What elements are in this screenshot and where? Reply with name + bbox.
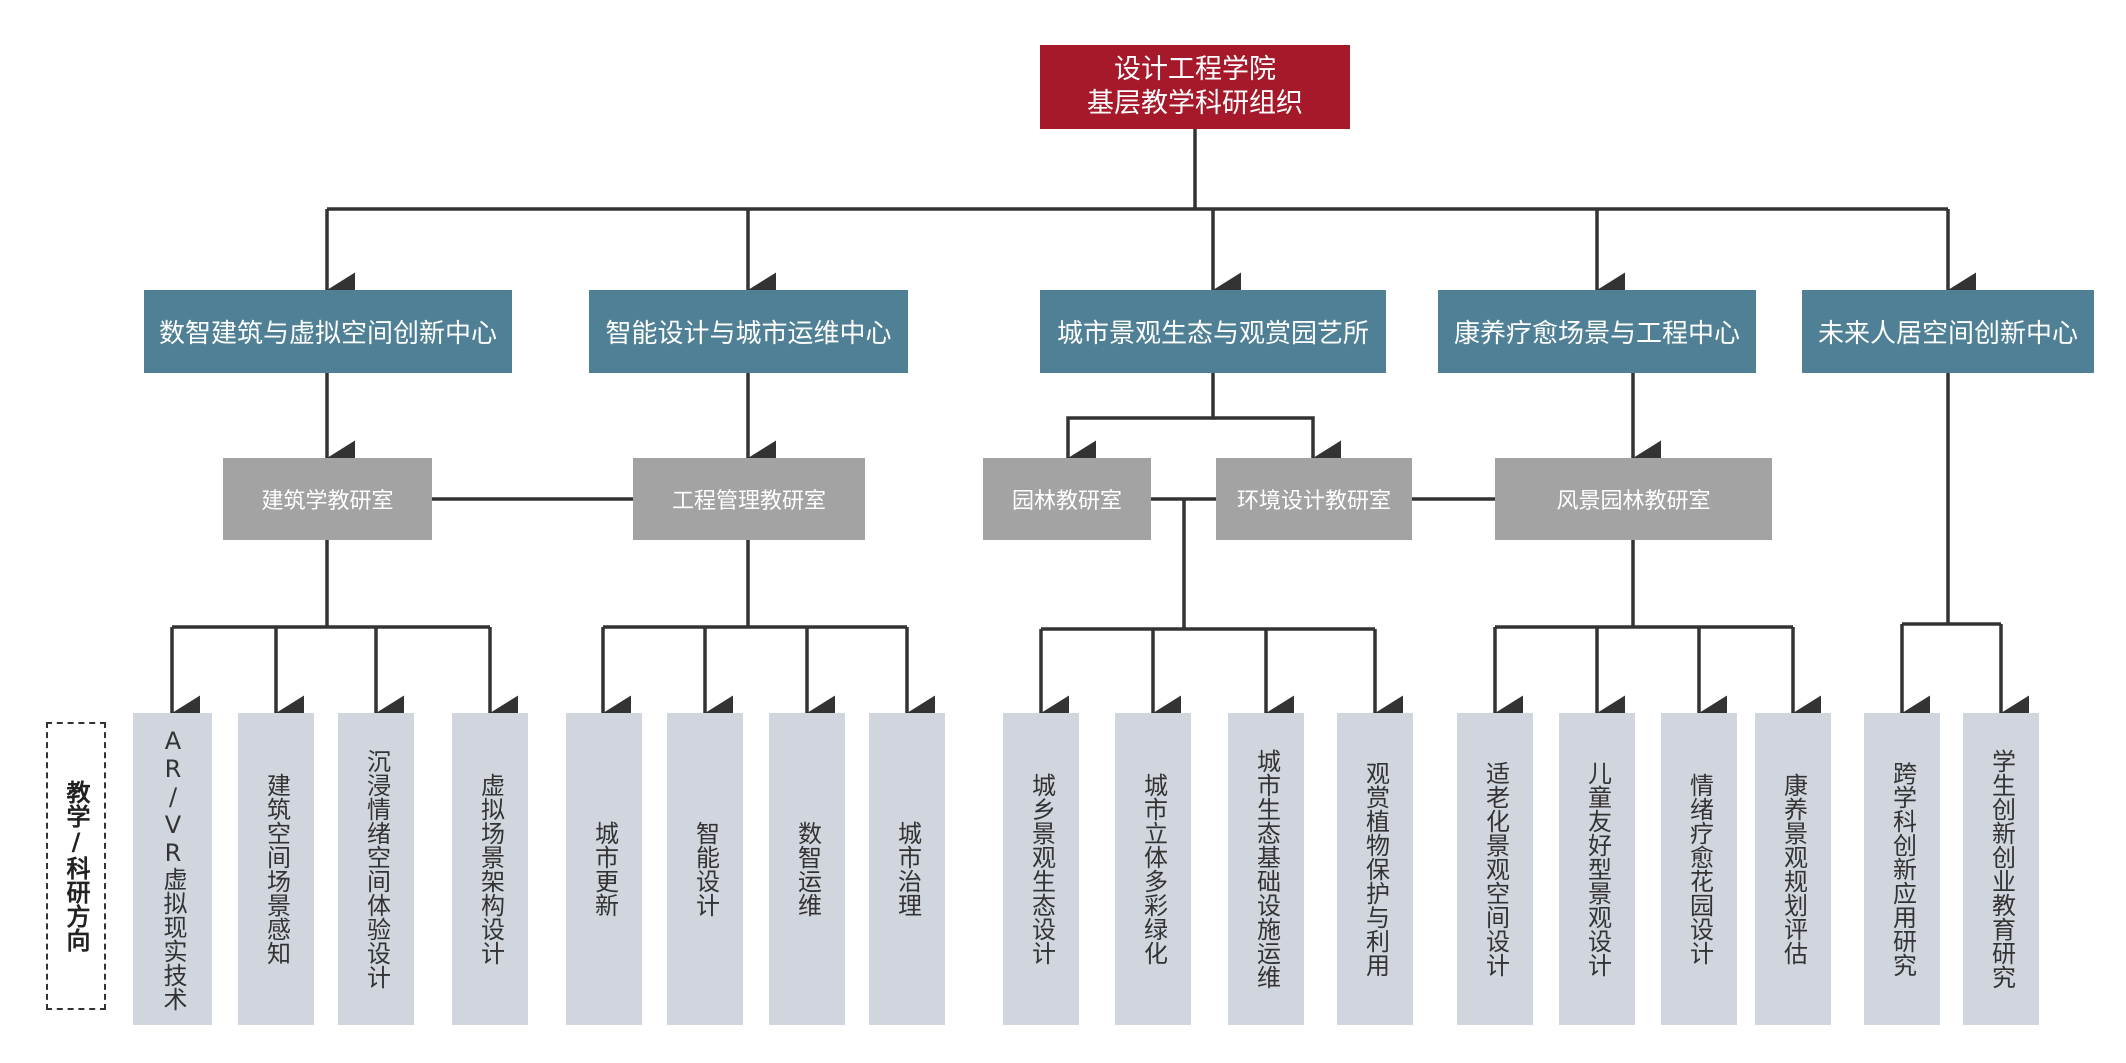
- office-architecture: 建筑学教研室: [223, 458, 432, 540]
- direction-urban-rural-ecology: 城乡景观生态设计: [1003, 713, 1079, 1025]
- direction-virtual-scene: 虚拟场景架构设计: [452, 713, 528, 1025]
- direction-healing-garden: 情绪疗愈花园设计: [1661, 713, 1737, 1025]
- direction-smart-design: 智能设计: [667, 713, 743, 1025]
- office-engineering-management: 工程管理教研室: [633, 458, 865, 540]
- root-title-line1: 设计工程学院: [1114, 54, 1276, 85]
- root-node: 设计工程学院 基层教学科研组织: [1040, 45, 1350, 129]
- direction-immersive-experience: 沉浸情绪空间体验设计: [338, 713, 414, 1025]
- direction-eco-infrastructure: 城市生态基础设施运维: [1228, 713, 1304, 1025]
- office-environmental-design: 环境设计教研室: [1216, 458, 1412, 540]
- office-landscape-architecture: 风景园林教研室: [1495, 458, 1772, 540]
- direction-ar-vr: AR/VR虚拟现实技术: [133, 713, 212, 1025]
- direction-vertical-greening: 城市立体多彩绿化: [1115, 713, 1191, 1025]
- direction-space-perception: 建筑空间场景感知: [238, 713, 314, 1025]
- root-title-line2: 基层教学科研组织: [1087, 88, 1303, 119]
- center-urban-landscape: 城市景观生态与观赏园艺所: [1040, 290, 1386, 373]
- direction-ornamental-plants: 观赏植物保护与利用: [1337, 713, 1413, 1025]
- center-health-scenes: 康养疗愈场景与工程中心: [1438, 290, 1756, 373]
- direction-entrepreneurship: 学生创新创业教育研究: [1963, 713, 2039, 1025]
- teaching-research-direction-label: 教学/科研方向: [46, 722, 106, 1010]
- direction-urban-governance: 城市治理: [869, 713, 945, 1025]
- center-smart-design: 智能设计与城市运维中心: [589, 290, 908, 373]
- direction-digital-operation: 数智运维: [769, 713, 845, 1025]
- direction-interdisciplinary: 跨学科创新应用研究: [1864, 713, 1940, 1025]
- center-digital-architecture: 数智建筑与虚拟空间创新中心: [144, 290, 512, 373]
- office-landscape-gardening: 园林教研室: [983, 458, 1151, 540]
- center-future-habitat: 未来人居空间创新中心: [1802, 290, 2094, 373]
- direction-child-friendly: 儿童友好型景观设计: [1559, 713, 1635, 1025]
- direction-health-landscape: 康养景观规划评估: [1755, 713, 1831, 1025]
- direction-urban-renewal: 城市更新: [566, 713, 642, 1025]
- direction-aging-friendly: 适老化景观空间设计: [1457, 713, 1533, 1025]
